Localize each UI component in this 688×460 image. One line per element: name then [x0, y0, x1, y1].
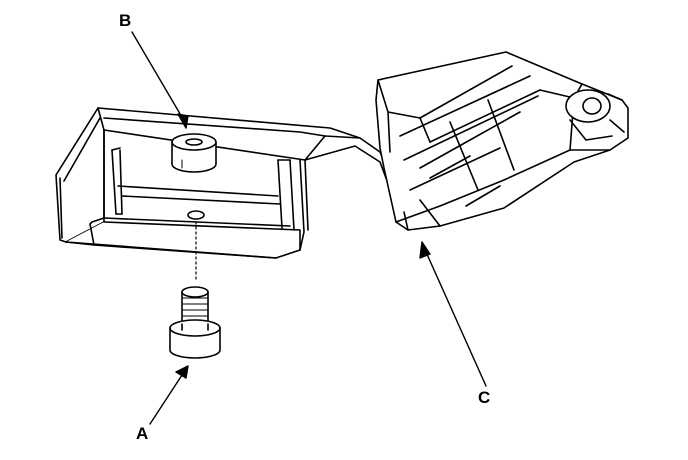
leader-c [425, 251, 487, 387]
bolt-hole [187, 210, 205, 220]
hinge-arm [304, 51, 629, 231]
arrowhead-b [177, 113, 189, 129]
left-bracket-plate [55, 107, 361, 259]
callout-label-c: C [478, 388, 491, 407]
mounting-bolt [169, 286, 221, 359]
leader-b [131, 31, 187, 125]
arrowhead-a [175, 365, 189, 379]
arrowhead-c [419, 241, 431, 259]
leader-arrows [131, 31, 487, 425]
callout-label-a: A [136, 424, 149, 443]
callout-label-b: B [119, 11, 132, 30]
leader-a [149, 371, 185, 425]
spacer-boss [171, 133, 217, 173]
